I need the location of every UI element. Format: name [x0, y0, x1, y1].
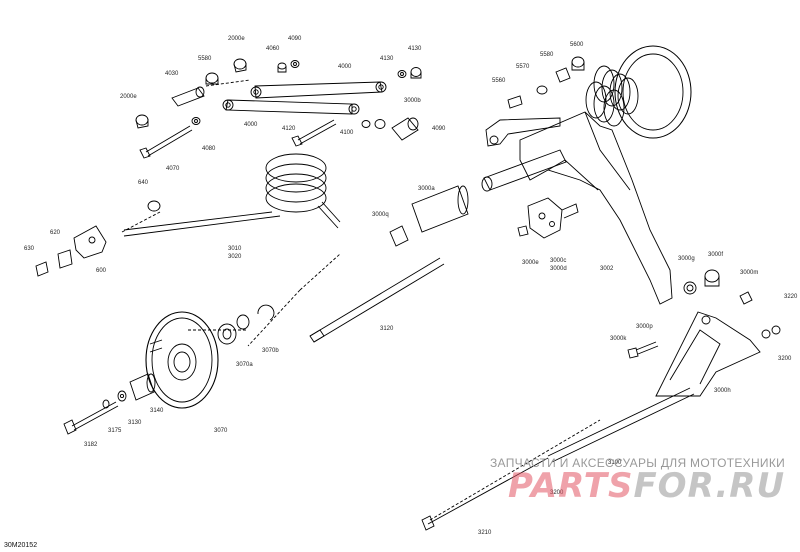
callout-4060-a: 4060	[266, 46, 280, 52]
callout-630: 630	[24, 246, 35, 252]
callout-2000e-b: 2000e	[120, 94, 137, 100]
callout-4120: 4120	[282, 126, 296, 132]
front-spring-assembly	[35, 153, 341, 277]
callout-3190: 3190	[608, 460, 622, 466]
watermark-brand: PARTSFOR.RU	[508, 466, 785, 506]
upper-spring	[585, 65, 639, 127]
callout-3020: 3020	[228, 254, 242, 260]
bolt-4070	[145, 125, 193, 157]
callout-3000a: 3000a	[418, 186, 435, 192]
rod-3190	[547, 387, 695, 463]
upper-link-assembly	[135, 58, 422, 159]
callout-5580-a: 5580	[198, 56, 212, 62]
callout-2000e-a: 2000e	[228, 36, 245, 42]
callout-3010: 3010	[228, 246, 242, 252]
callout-3000b: 3000b	[404, 98, 421, 104]
callout-3130: 3130	[128, 420, 142, 426]
lower-bracket-assembly	[421, 311, 781, 531]
callout-4080: 4080	[202, 146, 216, 152]
cross-tube	[483, 149, 567, 191]
rod-3210	[427, 457, 549, 525]
callout-3000e: 3000e	[522, 260, 539, 266]
callout-3000f: 3000f	[708, 252, 723, 258]
callout-4000-a: 4000	[338, 64, 352, 70]
callout-4130-b: 4130	[408, 46, 422, 52]
callout-3070: 3070	[214, 428, 228, 434]
callout-600: 600	[96, 268, 107, 274]
watermark-brand-a: PARTS	[508, 466, 634, 506]
callout-3070b: 3070b	[262, 348, 279, 354]
bolt-3182	[71, 401, 119, 431]
callout-4130-a: 4130	[380, 56, 394, 62]
callout-5560: 5560	[492, 78, 506, 84]
callout-3220: 3220	[784, 294, 798, 300]
callout-3140: 3140	[150, 408, 164, 414]
sleeve-4030	[171, 87, 205, 107]
callout-3070a: 3070a	[236, 362, 253, 368]
callout-5570: 5570	[516, 64, 530, 70]
bolt-4120	[297, 119, 337, 145]
callout-4090-b: 4090	[432, 126, 446, 132]
callout-4000-b: 4000	[244, 122, 258, 128]
callout-3175: 3175	[108, 428, 122, 434]
callout-3000h: 3000h	[714, 388, 731, 394]
callout-3000g: 3000g	[678, 256, 695, 262]
callout-3002: 3002	[600, 266, 614, 272]
callout-4070: 4070	[166, 166, 180, 172]
callout-3182: 3182	[84, 442, 98, 448]
callout-620: 620	[50, 230, 61, 236]
bracket-3000h	[655, 311, 761, 397]
bracket-3000c	[527, 197, 563, 239]
callout-3120: 3120	[380, 326, 394, 332]
link-arm-lower	[225, 99, 353, 115]
callout-5600: 5600	[570, 42, 584, 48]
shaft-3120	[309, 257, 445, 343]
callout-640: 640	[138, 180, 149, 186]
callout-3000c: 3000c	[550, 258, 566, 264]
watermark-brand-b: FOR.RU	[633, 466, 786, 506]
callout-3000q: 3000q	[372, 212, 389, 218]
callout-3210: 3210	[478, 530, 492, 536]
link-arm-upper	[254, 81, 383, 99]
rear-swing-arm	[481, 45, 753, 305]
callout-3000d: 3000d	[550, 266, 567, 272]
watermark-tagline: ЗАПЧАСТИ И АКСЕССУАРЫ ДЛЯ МОТОТЕХНИКИ	[490, 456, 786, 470]
spring-rod	[123, 211, 281, 237]
callout-3200-b: 3200	[550, 490, 564, 496]
callout-3000p: 3000p	[636, 324, 653, 330]
figure-id: 30M20152	[4, 542, 38, 549]
idler-wheel	[145, 311, 219, 409]
idler-wheel-assembly	[63, 311, 219, 435]
callout-4030: 4030	[165, 71, 179, 77]
callout-4100: 4100	[340, 130, 354, 136]
callout-5580-b: 5580	[540, 52, 554, 58]
callout-3000m: 3000m	[740, 270, 758, 276]
callout-3200-a: 3200	[778, 356, 792, 362]
callout-4090-a: 4090	[288, 36, 302, 42]
callout-3000k: 3000k	[610, 336, 627, 342]
middle-shaft-assembly	[121, 79, 469, 347]
